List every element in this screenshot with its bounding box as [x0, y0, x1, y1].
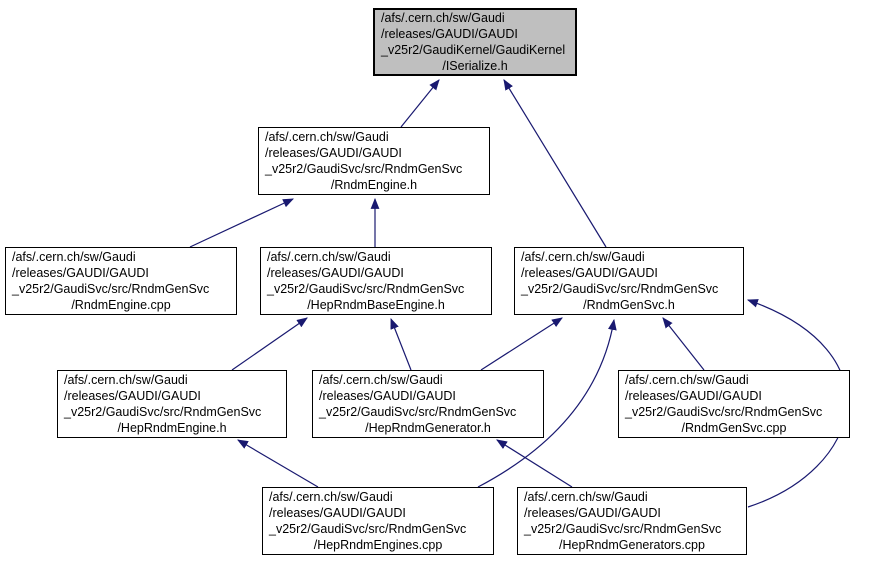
node-rndmengine-h[interactable]: /afs/.cern.ch/sw/Gaudi/releases/GAUDI/GA… — [258, 127, 490, 195]
node-label-line: /releases/GAUDI/GAUDI — [265, 146, 402, 160]
node-label-line: /releases/GAUDI/GAUDI — [381, 27, 518, 41]
node-label-line: /RndmEngine.cpp — [71, 298, 171, 312]
node-label-line: /afs/.cern.ch/sw/Gaudi — [521, 250, 645, 264]
node-label-line: /RndmGenSvc.cpp — [681, 421, 787, 435]
node-heprndmgenerators-cpp[interactable]: /afs/.cern.ch/sw/Gaudi/releases/GAUDI/GA… — [517, 487, 747, 555]
node-label-line: _v25r2/GaudiSvc/src/RndmGenSvc — [319, 405, 517, 419]
node-rndmgensvc-h[interactable]: /afs/.cern.ch/sw/Gaudi/releases/GAUDI/GA… — [514, 247, 744, 315]
node-label-line: /releases/GAUDI/GAUDI — [64, 389, 201, 403]
node-label-line: /releases/GAUDI/GAUDI — [267, 266, 404, 280]
node-label-line: /RndmEngine.h — [330, 178, 418, 192]
edge-rndmengine-h-to-iserialize-h — [400, 79, 440, 128]
node-label-line: _v25r2/GaudiSvc/src/RndmGenSvc — [269, 522, 467, 536]
node-label-line: /RndmGenSvc.h — [583, 298, 675, 312]
edge-rndmengine-cpp-to-rndmengine-h — [189, 198, 294, 248]
node-label-line: /releases/GAUDI/GAUDI — [12, 266, 149, 280]
node-label-line: _v25r2/GaudiSvc/src/RndmGenSvc — [265, 162, 463, 176]
node-heprndmengine-h[interactable]: /afs/.cern.ch/sw/Gaudi/releases/GAUDI/GA… — [57, 370, 287, 438]
node-label-line: /afs/.cern.ch/sw/Gaudi — [267, 250, 391, 264]
node-rndmgensvc-cpp[interactable]: /afs/.cern.ch/sw/Gaudi/releases/GAUDI/GA… — [618, 370, 850, 438]
node-label-line: _v25r2/GaudiSvc/src/RndmGenSvc — [625, 405, 823, 419]
node-label-line: /HepRndmBaseEngine.h — [307, 298, 445, 312]
node-label-line: /afs/.cern.ch/sw/Gaudi — [319, 373, 443, 387]
edge-heprndmgenerator-h-to-rndmgensvc-h — [480, 317, 563, 371]
node-label-line: _v25r2/GaudiSvc/src/RndmGenSvc — [521, 282, 719, 296]
node-label-line: _v25r2/GaudiSvc/src/RndmGenSvc — [267, 282, 465, 296]
node-heprndmbaseengine-h[interactable]: /afs/.cern.ch/sw/Gaudi/releases/GAUDI/GA… — [260, 247, 492, 315]
node-label-line: /HepRndmGenerator.h — [365, 421, 491, 435]
node-label-line: /HepRndmGenerators.cpp — [559, 538, 705, 552]
node-label-line: /afs/.cern.ch/sw/Gaudi — [524, 490, 648, 504]
node-label-line: /releases/GAUDI/GAUDI — [319, 389, 456, 403]
node-label-line: _v25r2/GaudiSvc/src/RndmGenSvc — [524, 522, 722, 536]
node-label-line: /afs/.cern.ch/sw/Gaudi — [12, 250, 136, 264]
node-iserialize-h: /afs/.cern.ch/sw/Gaudi/releases/GAUDI/GA… — [373, 8, 577, 76]
node-heprndmengines-cpp[interactable]: /afs/.cern.ch/sw/Gaudi/releases/GAUDI/GA… — [262, 487, 494, 555]
node-label-line: /releases/GAUDI/GAUDI — [625, 389, 762, 403]
node-label-line: /afs/.cern.ch/sw/Gaudi — [381, 11, 505, 25]
node-label-line: /afs/.cern.ch/sw/Gaudi — [625, 373, 749, 387]
node-heprndmgenerator-h[interactable]: /afs/.cern.ch/sw/Gaudi/releases/GAUDI/GA… — [312, 370, 544, 438]
node-label-line: /afs/.cern.ch/sw/Gaudi — [269, 490, 393, 504]
node-label-line: /HepRndmEngines.cpp — [313, 538, 443, 552]
node-label-line: _v25r2/GaudiKernel/GaudiKernel — [381, 43, 566, 57]
node-label-line: /releases/GAUDI/GAUDI — [521, 266, 658, 280]
edge-heprndmgenerator-h-to-heprndmbaseengine-h — [390, 317, 412, 371]
edge-heprndmengines-cpp-to-rndmgensvc-h — [477, 318, 617, 488]
edge-heprndmgenerators-cpp-to-heprndmgenerator-h — [496, 439, 573, 488]
edge-heprndmengines-cpp-to-heprndmengine-h — [237, 439, 319, 488]
node-label-line: /releases/GAUDI/GAUDI — [524, 506, 661, 520]
node-label-line: _v25r2/GaudiSvc/src/RndmGenSvc — [64, 405, 262, 419]
node-label-line: /releases/GAUDI/GAUDI — [269, 506, 406, 520]
node-rndmengine-cpp[interactable]: /afs/.cern.ch/sw/Gaudi/releases/GAUDI/GA… — [5, 247, 237, 315]
node-label-line: _v25r2/GaudiSvc/src/RndmGenSvc — [12, 282, 210, 296]
node-label-line: /ISerialize.h — [442, 59, 508, 73]
edge-rndmgensvc-h-to-iserialize-h — [503, 79, 607, 248]
edge-heprndmengine-h-to-heprndmbaseengine-h — [231, 317, 308, 371]
edge-rndmgensvc-cpp-to-rndmgensvc-h — [662, 317, 705, 371]
node-label-line: /afs/.cern.ch/sw/Gaudi — [265, 130, 389, 144]
node-label-line: /HepRndmEngine.h — [117, 421, 227, 435]
node-label-line: /afs/.cern.ch/sw/Gaudi — [64, 373, 188, 387]
